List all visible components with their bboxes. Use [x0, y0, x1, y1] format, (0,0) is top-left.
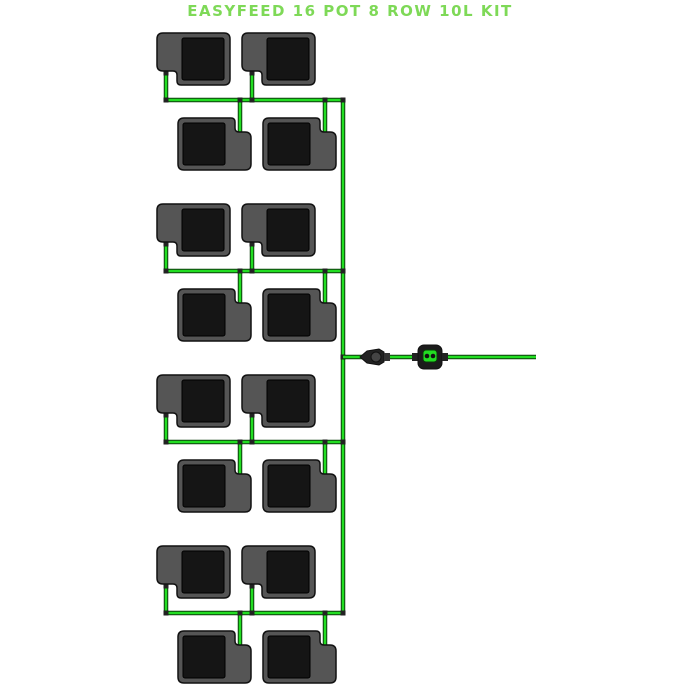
kit-title: EASYFEED 16 POT 8 ROW 10L KIT — [187, 2, 513, 20]
tee-fitting — [163, 70, 169, 76]
tee-fitting — [163, 268, 169, 274]
pot-icon — [156, 545, 231, 599]
tee-fitting — [249, 70, 255, 76]
tee-fitting — [249, 412, 255, 418]
tee-fitting — [237, 268, 243, 274]
pot-icon — [241, 203, 316, 257]
tee-fitting — [322, 610, 328, 616]
pot-icon — [241, 374, 316, 428]
pot-icon — [156, 374, 231, 428]
pot-array — [156, 32, 337, 684]
pot-icon — [177, 459, 252, 513]
tee-fitting — [340, 439, 346, 445]
tee-fitting — [163, 97, 169, 103]
tee-fitting — [163, 610, 169, 616]
tee-fitting — [163, 439, 169, 445]
tee-fitting — [237, 610, 243, 616]
inline-fittings — [343, 344, 536, 370]
pot-icon — [241, 545, 316, 599]
tee-fitting — [322, 97, 328, 103]
tee-fitting — [249, 583, 255, 589]
tee-fitting — [340, 97, 346, 103]
tee-fitting — [340, 268, 346, 274]
pot-icon — [262, 117, 337, 171]
tee-fitting — [249, 97, 255, 103]
tee-fitting — [249, 439, 255, 445]
tee-fitting — [237, 97, 243, 103]
tee-fitting — [322, 439, 328, 445]
tee-fitting — [249, 610, 255, 616]
pot-icon — [156, 203, 231, 257]
tee-fitting — [249, 241, 255, 247]
tee-fitting — [237, 439, 243, 445]
tee-fitting — [163, 583, 169, 589]
pot-icon — [156, 32, 231, 86]
tee-fitting — [340, 610, 346, 616]
pot-icon — [262, 630, 337, 684]
pot-icon — [262, 288, 337, 342]
tee-fitting — [322, 268, 328, 274]
pot-icon — [177, 630, 252, 684]
tee-fitting — [163, 412, 169, 418]
pot-icon — [262, 459, 337, 513]
pipe-connector-icon — [359, 348, 390, 366]
pot-icon — [241, 32, 316, 86]
tee-fitting — [249, 268, 255, 274]
tee-fitting — [163, 241, 169, 247]
pot-icon — [177, 117, 252, 171]
inline-filter-icon — [412, 344, 448, 370]
pot-icon — [177, 288, 252, 342]
